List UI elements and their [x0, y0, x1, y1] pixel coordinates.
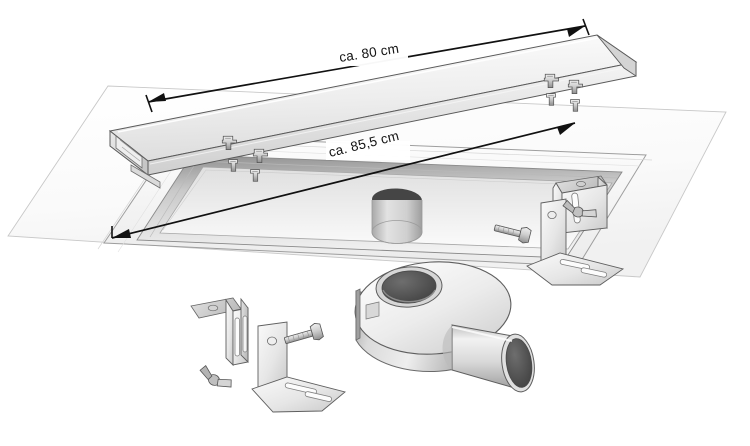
dimension-arrow-right-80: [567, 26, 585, 37]
screw: [250, 169, 260, 182]
trap-inlet-bore-highlight: [382, 289, 436, 303]
trap-outlet-pipe-highlight: [451, 326, 513, 342]
bracket-u-slot-2-left: [242, 315, 248, 353]
dimension-channel-length: ca. 85,5 cm: [111, 122, 576, 239]
leg-bracket-right: [493, 175, 625, 286]
dimension-label-bg-80: [336, 47, 408, 66]
cover-return-lip: [130, 164, 161, 189]
cover-lip-line-2: [121, 146, 141, 162]
bracket-foot-slot-2-left: [304, 391, 332, 402]
cover-end-inner-recess: [115, 135, 143, 169]
cover-lip-line-1: [119, 139, 140, 156]
screw: [228, 159, 238, 172]
cover-right-end-face: [596, 34, 637, 77]
dimension-label-bg-855: [326, 141, 410, 160]
bracket-foot-plate-right: [526, 252, 625, 286]
trap-inlet-bore: [381, 270, 437, 304]
wing-nut: [562, 199, 597, 218]
hex-bolt: [284, 323, 324, 344]
bracket-foot-post-hole-left: [266, 336, 277, 346]
dimension-arrow-left-80: [148, 93, 166, 102]
bracket-foot-slot-2-right: [580, 267, 608, 278]
bracket-foot-slot-1-left: [284, 382, 317, 395]
dimension-tick-right-80: [582, 18, 590, 36]
trap-outlet-junction-shade: [442, 325, 452, 370]
trap-body-left-edge: [355, 288, 361, 341]
wing-nut: [199, 365, 232, 388]
leg-bracket-left: [190, 297, 346, 413]
bracket-u-slot-1-left: [234, 317, 240, 357]
trough-step-line-lower: [162, 169, 611, 231]
screw-set-right: [543, 73, 583, 112]
drain-outlet-hole: [371, 188, 423, 244]
bracket-foot-slot-1-right: [559, 258, 591, 270]
dimension-tick-left-80: [145, 94, 153, 113]
bracket-foot-plate-left: [251, 376, 346, 413]
screw: [546, 93, 556, 106]
dimension-arrow-right-855: [557, 123, 575, 135]
dimension-arrow-left-855: [112, 229, 131, 238]
bracket-post-hole-right: [547, 210, 557, 219]
drain-spigot-bottom-edge: [371, 220, 423, 244]
hex-bolt: [493, 224, 532, 244]
screw-set-left: [221, 135, 268, 182]
bracket-top-tab-hole-left: [207, 304, 219, 312]
drain-spigot: [371, 200, 423, 244]
screw: [567, 79, 583, 94]
screw: [570, 99, 580, 112]
bracket-top-tab-hole-right: [576, 181, 586, 187]
screw: [221, 135, 237, 150]
screw: [252, 148, 268, 163]
dimension-line-855: [111, 122, 576, 239]
cover-top-highlight: [117, 37, 599, 133]
screw: [543, 73, 559, 88]
trap-outlet-pipe-bore: [505, 338, 533, 388]
bracket-u-left-web-left: [225, 298, 234, 367]
drain-trap: [354, 261, 535, 393]
trap-body-side-notch: [365, 301, 380, 320]
grate-cover: [108, 34, 638, 189]
